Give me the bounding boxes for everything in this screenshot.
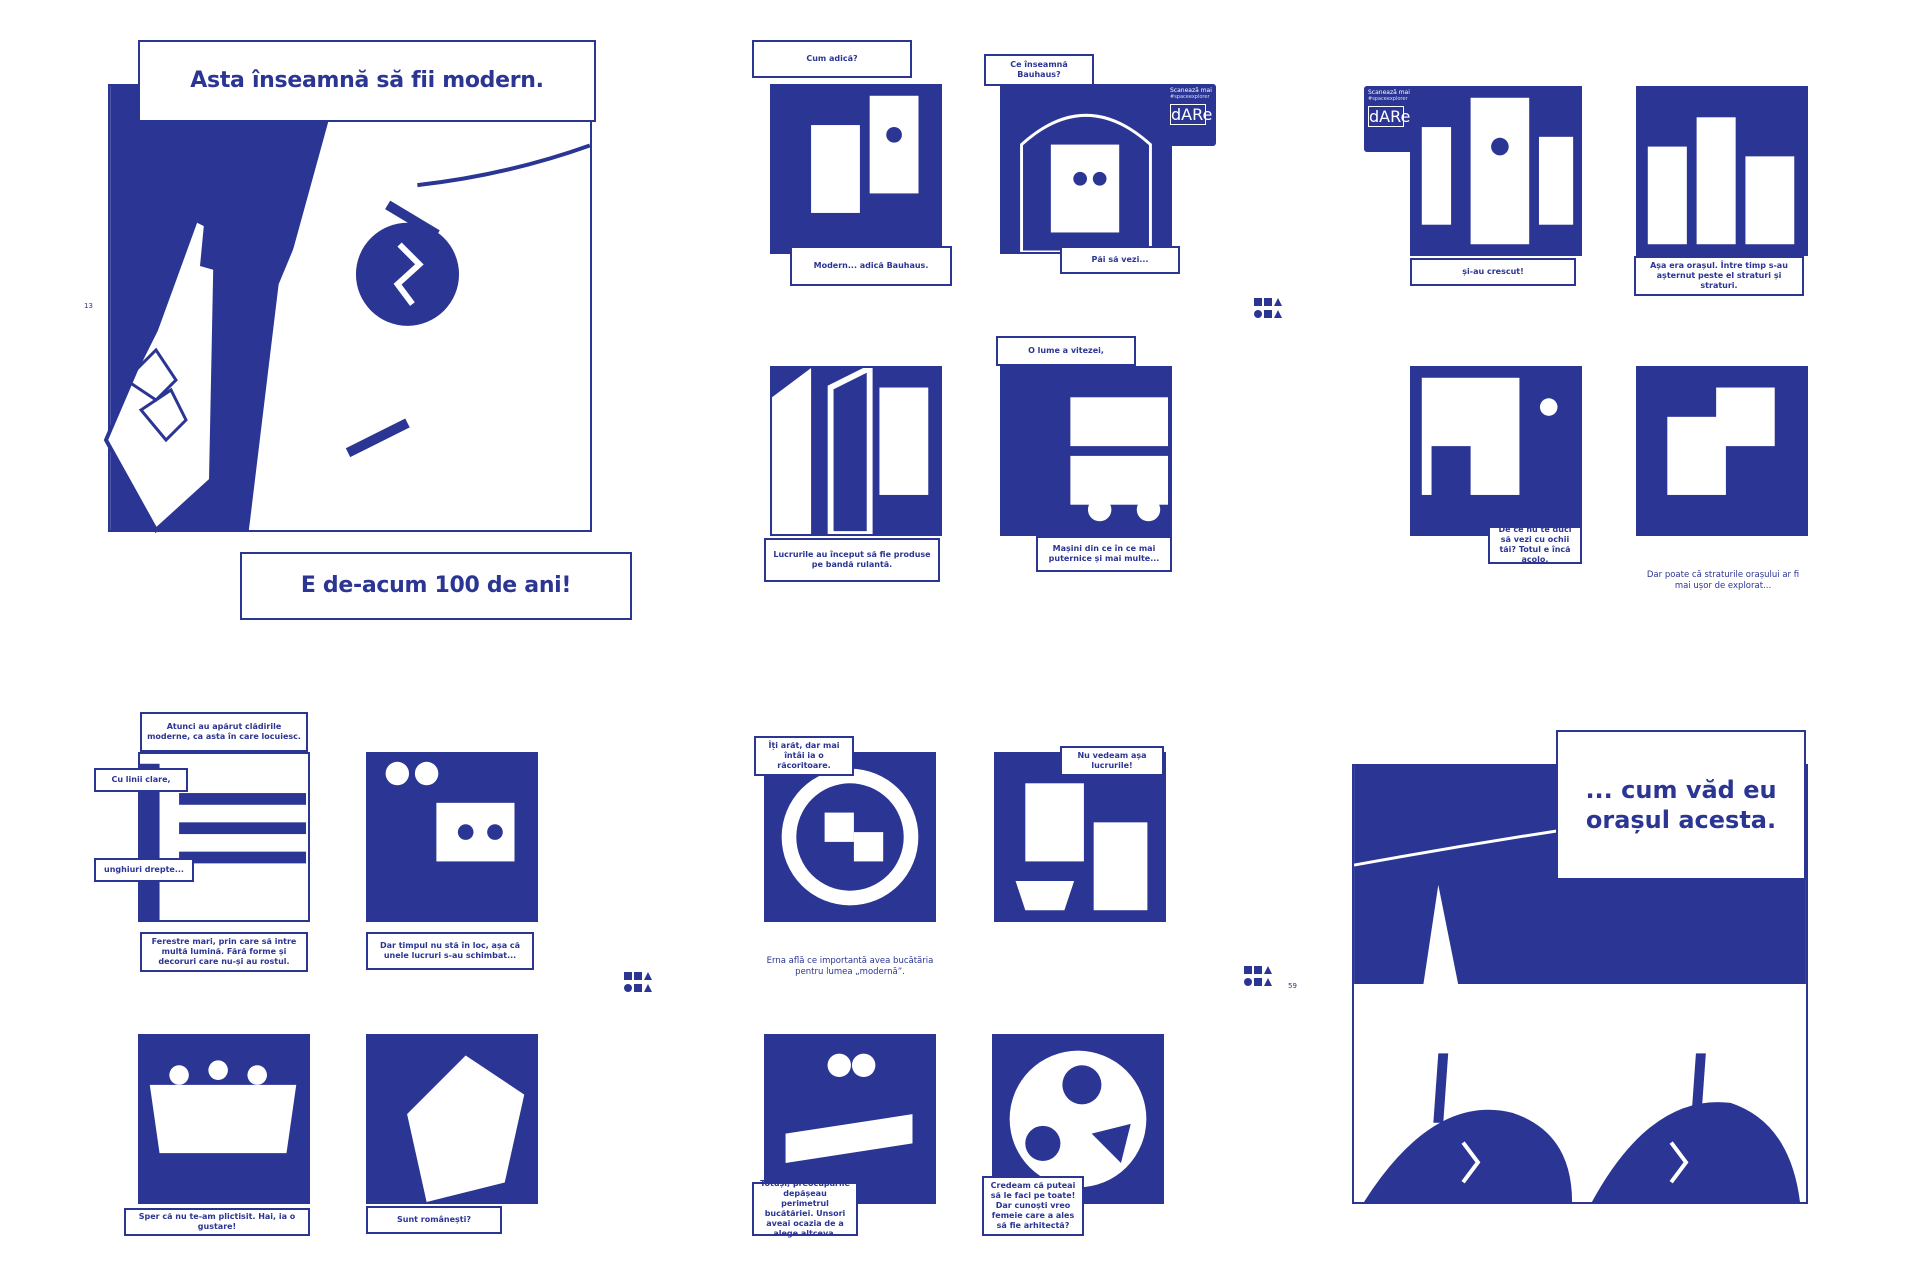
panel-city-layers <box>1636 86 1808 256</box>
speech-bubble-masini: Mașini din ce în ce mai puternice și mai… <box>1036 536 1172 572</box>
page-number-13: 13 <box>84 302 93 310</box>
speech-bubble-racoritoare: Îți arăt, dar mai întâi ia o răcoritoare… <box>754 736 854 776</box>
panel-plate-croissant <box>992 1034 1164 1204</box>
speech-bubble-pai-sa-vezi: Păi să vezi... <box>1060 246 1180 274</box>
badge-scan-label: Scanează mai <box>1368 89 1410 96</box>
panel-drink-glass <box>764 752 936 922</box>
speech-bubble-preocuparile: Totuși, preocupările depășeau perimetrul… <box>752 1179 858 1238</box>
badge-hashtag: #spaceexplorer <box>1368 96 1408 102</box>
speech-bubble-cum-adica: Cum adică? <box>752 40 912 78</box>
dare-logo: dARe <box>1170 104 1213 125</box>
badge-scan-label: Scanează mai <box>1170 87 1212 94</box>
panel-assembly-line <box>770 366 942 536</box>
caption-straturi-orasului: Dar poate că straturile orașului ar fi m… <box>1646 570 1800 592</box>
speech-bubble-straturi: Așa era orașul. Între timp s-au așternut… <box>1634 256 1804 296</box>
speech-bubble-lume-vitezei: O lume a vitezei, <box>996 336 1136 366</box>
speech-bubble-romanesti: Sunt românești? <box>366 1206 502 1234</box>
panel-bauhaus-couple <box>770 84 942 254</box>
panel-tray <box>764 1034 936 1204</box>
speech-bubble-arhitecta: Credeam că puteai să le faci pe toate! D… <box>982 1176 1084 1236</box>
panel-bookshelf <box>1410 366 1582 536</box>
speech-bubble-ce-inseamna: Ce înseamnă Bauhaus? <box>984 54 1094 86</box>
panel-snacks-bowl <box>138 1034 310 1204</box>
dare-scan-badge-2: Scanează mai #spaceexplorer dARe <box>1364 86 1414 152</box>
dare-scan-badge: Scanează mai #spaceexplorer dARe <box>1166 84 1216 146</box>
speech-bubble-timpul: Dar timpul nu stă în loc, așa că unele l… <box>366 932 534 970</box>
speech-bubble-au-crescut: și-au crescut! <box>1410 258 1576 286</box>
publisher-logo <box>1244 966 1282 988</box>
speech-bubble-modern-bauhaus: Modern... adică Bauhaus. <box>790 246 952 286</box>
speech-bubble-cladiri-moderne: Atunci au apărut clădirile moderne, ca a… <box>140 712 308 752</box>
publisher-logo <box>624 972 662 994</box>
panel-cars <box>1000 366 1172 536</box>
panel-cups <box>994 752 1166 922</box>
speech-bubble-ferestre-mari: Ferestre mari, prin care să intre multă … <box>140 932 308 972</box>
caption-bucataria: Erna află ce importantă avea bucătăria p… <box>766 956 934 978</box>
page-number-59: 59 <box>1288 982 1297 990</box>
speech-bubble-banda-rulanta: Lucrurile au început să fie produse pe b… <box>764 538 940 582</box>
speech-bubble-modern: Asta înseamnă să fii modern. <box>138 40 596 122</box>
speech-bubble-vezi-cu-ochii: De ce nu te duci să vezi cu ochii tăi? T… <box>1488 525 1582 564</box>
hand-phone-illustration <box>103 217 219 534</box>
panel-bauhaus-face <box>1000 84 1172 254</box>
speech-bubble-nu-vedeam: Nu vedeam așa lucrurile! <box>1060 746 1164 776</box>
panel-bags <box>1636 366 1808 536</box>
speech-bubble-unghiuri: unghiuri drepte... <box>94 858 194 882</box>
panel-romanian-snacks <box>366 1034 538 1204</box>
publisher-logo <box>1254 298 1292 320</box>
panel-city-growth <box>1410 86 1582 256</box>
speech-bubble-100-years: E de-acum 100 de ani! <box>240 552 632 620</box>
speech-bubble-linii-clare: Cu linii clare, <box>94 768 188 792</box>
badge-hashtag: #spaceexplorer <box>1170 94 1210 100</box>
panel-faces-hands <box>366 752 538 922</box>
speech-bubble-cum-vad-orasul: ... cum văd eu orașul acesta. <box>1556 730 1806 880</box>
dare-logo: dARe <box>1368 106 1411 127</box>
speech-bubble-gustare: Sper că nu te-am plictisit. Hai, ia o gu… <box>124 1208 310 1236</box>
